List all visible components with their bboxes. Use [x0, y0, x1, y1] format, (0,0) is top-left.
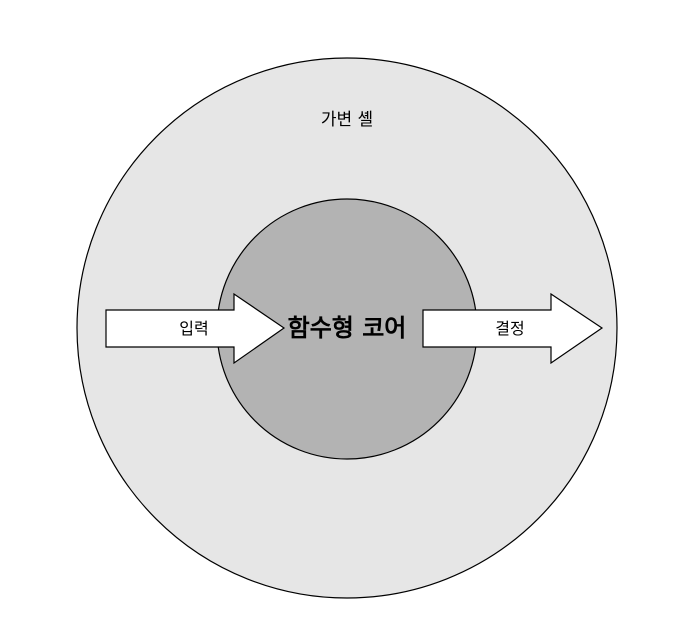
output-label: 결정 — [495, 319, 524, 338]
output-arrow — [422, 292, 604, 365]
mutable-shell-label: 가변 셸 — [321, 110, 373, 130]
input-arrow — [105, 292, 286, 365]
input-label: 입력 — [179, 319, 208, 338]
functional-core-label: 함수형 코어 — [288, 314, 407, 342]
